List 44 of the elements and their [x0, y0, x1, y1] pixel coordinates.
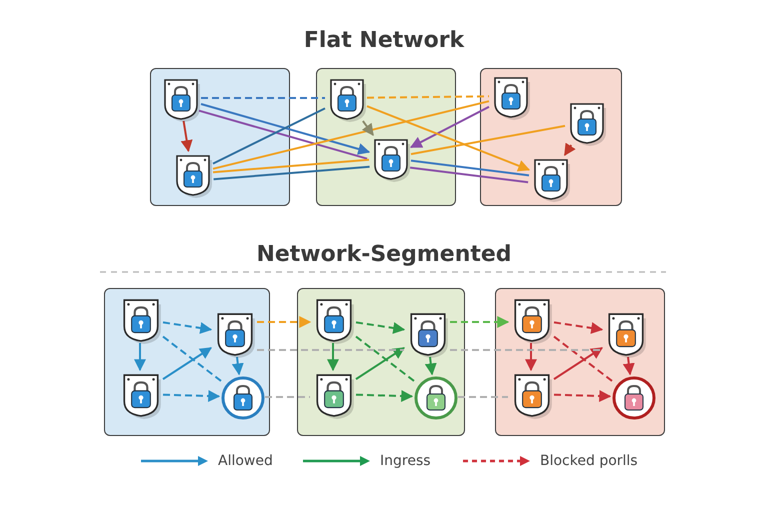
shield-lock-node	[491, 75, 531, 119]
connector-arrow	[410, 106, 490, 148]
zone-panel	[150, 68, 290, 206]
connector-arrow	[232, 356, 244, 376]
connector-arrow	[554, 390, 612, 402]
connector-arrow	[134, 343, 146, 372]
zone-panel	[297, 288, 465, 436]
shield-lock-node	[531, 157, 571, 201]
zone-panel	[104, 288, 270, 436]
connector-arrow	[553, 347, 603, 380]
section-heading: Network-Segmented	[256, 241, 512, 269]
circle-lock-node	[612, 376, 656, 420]
connector-arrow	[356, 390, 414, 402]
shield-lock-node	[567, 101, 607, 145]
connector-arrow	[355, 347, 405, 380]
connector-arrow	[162, 347, 212, 380]
connector-arrow	[554, 321, 604, 334]
circle-lock-node	[414, 376, 458, 420]
zone-panel	[316, 68, 456, 206]
legend-label: Allowed	[218, 452, 273, 471]
shield-lock-node	[161, 77, 201, 121]
connector-arrow	[564, 142, 576, 156]
connector-arrow	[450, 316, 510, 328]
connector-arrow	[525, 343, 537, 372]
zone-panel	[480, 68, 622, 206]
connector-arrow	[257, 316, 312, 328]
title: Flat Network	[304, 27, 464, 55]
circle-lock-node	[221, 376, 265, 420]
connector-arrow	[622, 356, 635, 376]
connector-arrow	[327, 343, 339, 372]
connector-arrow	[362, 120, 374, 136]
shield-lock-node	[173, 153, 213, 197]
legend-label: Ingress	[380, 452, 431, 471]
connector-arrow	[162, 321, 212, 334]
connector-arrow	[366, 105, 530, 172]
connector-arrow	[180, 120, 193, 152]
legend-label: Blocked porlls	[540, 452, 638, 471]
connector-arrow	[424, 356, 437, 376]
zone-panel	[495, 288, 665, 436]
shield-lock-node	[327, 77, 367, 121]
connector-arrow	[200, 103, 370, 155]
connector-arrow	[356, 321, 406, 334]
shield-lock-node	[371, 137, 411, 181]
connector-arrow	[162, 390, 220, 402]
